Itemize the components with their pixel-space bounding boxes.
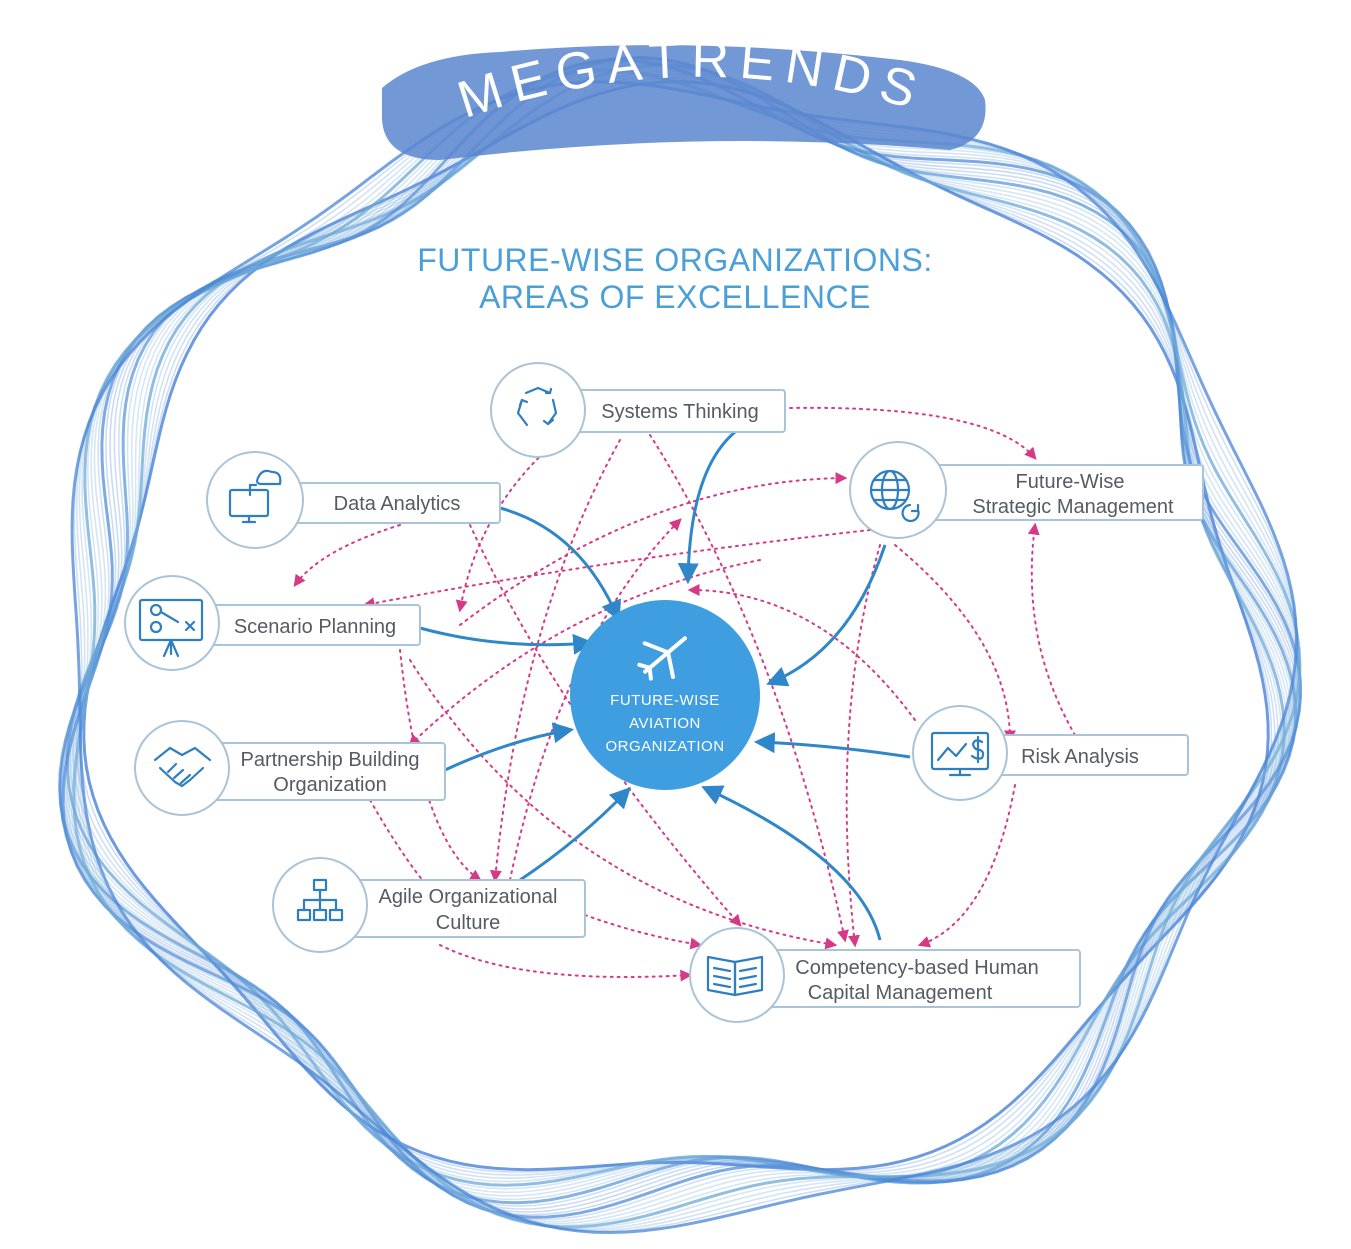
- risk-analysis-label: Risk Analysis: [1021, 746, 1139, 768]
- ring-strand: [63, 60, 1302, 1221]
- node-data-analytics: Data Analytics: [206, 451, 501, 549]
- ring-strand: [62, 60, 1291, 1194]
- diagram-title-line2: AREAS OF EXCELLENCE: [479, 279, 871, 315]
- agile-culture-label-line2: Culture: [436, 912, 500, 934]
- human-capital-label-line2: Capital Management: [808, 982, 993, 1004]
- node-systems-thinking: Systems Thinking: [490, 362, 786, 458]
- handshake-icon: [153, 746, 212, 788]
- megatrends-banner: [382, 45, 986, 160]
- ring-strand: [65, 62, 1302, 1223]
- diagram-title-line1: FUTURE-WISE ORGANIZATIONS:: [417, 242, 933, 278]
- strategic-management-label-line2: Strategic Management: [972, 496, 1174, 518]
- ring-strand: [75, 71, 1301, 1230]
- node-scenario-planning: Scenario Planning: [124, 575, 421, 671]
- ring-strand: [77, 74, 1300, 1231]
- partnership-building-label-line1: Partnership Building: [241, 749, 420, 771]
- open-book-icon: [706, 955, 764, 997]
- ring-strand: [70, 80, 1298, 1235]
- recycle-icon: [516, 386, 558, 427]
- monitor-dollar-icon: [930, 731, 990, 777]
- strategic-management-label-line1: Future-Wise: [1016, 471, 1125, 493]
- ring-strand: [65, 63, 1286, 1187]
- center-circle: [570, 600, 760, 790]
- node-risk-analysis: Risk Analysis: [912, 705, 1189, 801]
- ring-strand: [72, 68, 1302, 1229]
- ring-strand: [68, 64, 1302, 1225]
- solid-connections: [419, 430, 911, 941]
- node-agile-culture: Agile Organizational Culture: [272, 857, 586, 953]
- scenario-planning-label: Scenario Planning: [234, 616, 396, 638]
- agile-culture-label-line1: Agile Organizational: [379, 886, 558, 908]
- megatrends-ring: [58, 55, 1303, 1235]
- systems-thinking-label: Systems Thinking: [601, 401, 758, 423]
- ring-strand: [60, 58, 1293, 1197]
- human-capital-label-line1: Competency-based Human: [795, 957, 1038, 979]
- center-label-line3: ORGANIZATION: [605, 738, 724, 755]
- node-strategic-management: Future-Wise Strategic Management: [849, 441, 1204, 539]
- center-node: FUTURE-WISE AVIATION ORGANIZATION: [570, 600, 760, 790]
- ring-strand: [61, 58, 1303, 1219]
- presentation-board-icon: [138, 598, 204, 658]
- node-human-capital: Competency-based Human Capital Managemen…: [689, 927, 1081, 1023]
- cloud-monitor-icon: [228, 469, 282, 524]
- partnership-building-label-line2: Organization: [273, 774, 386, 796]
- center-label-line1: FUTURE-WISE: [610, 692, 720, 709]
- node-partnership-building: Partnership Building Organization: [134, 720, 446, 816]
- airplane-icon: [637, 636, 687, 681]
- globe-refresh-icon: [869, 469, 920, 523]
- data-analytics-label: Data Analytics: [334, 493, 461, 515]
- ring-strand: [70, 66, 1302, 1227]
- center-label-line2: AVIATION: [629, 715, 701, 732]
- org-chart-icon: [296, 878, 344, 922]
